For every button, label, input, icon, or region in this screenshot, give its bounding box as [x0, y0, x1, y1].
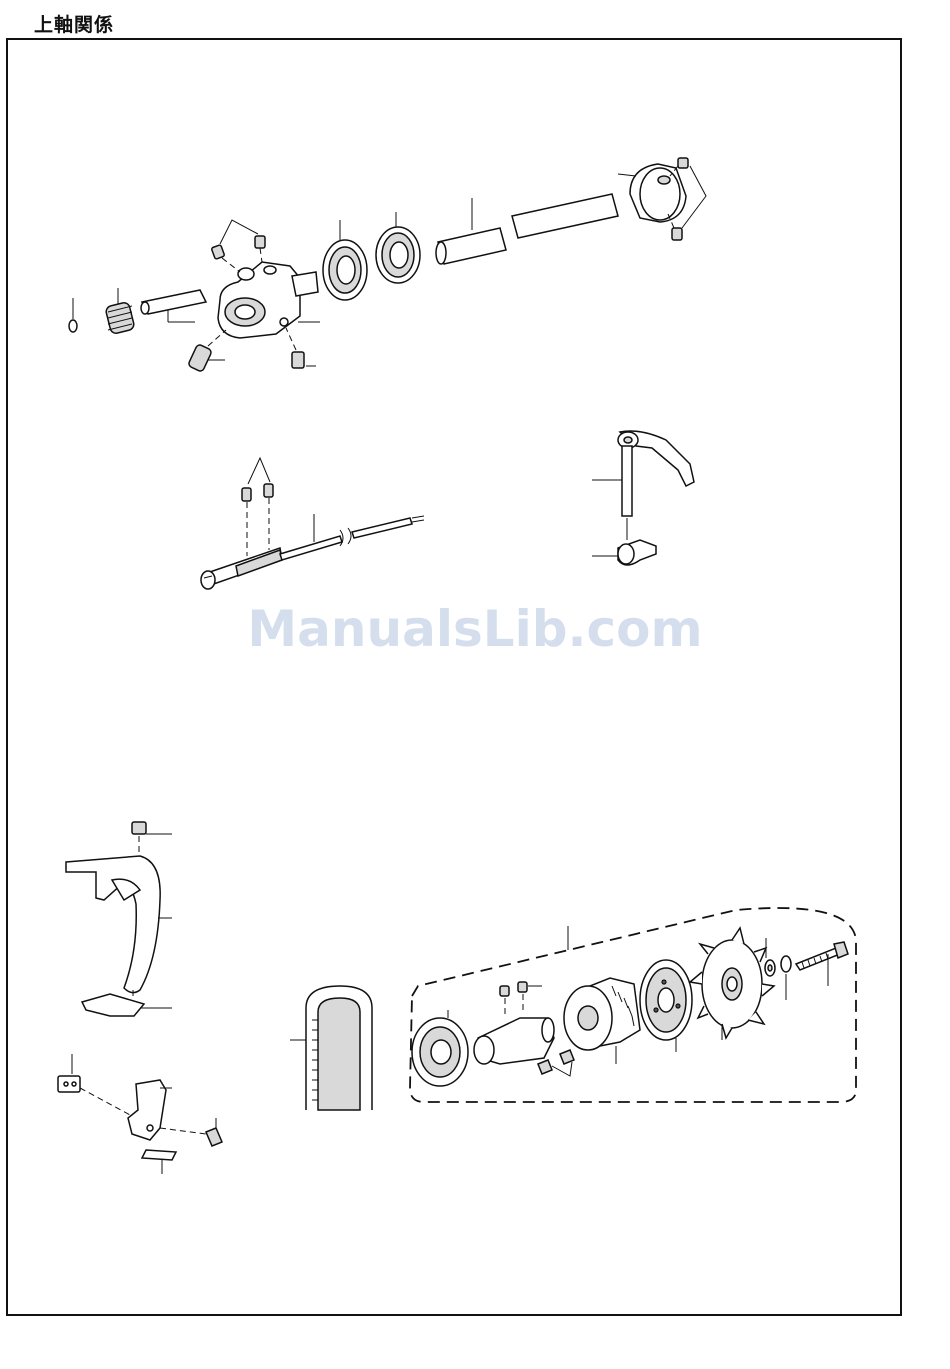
snap-ring [69, 320, 77, 332]
needle-bar-rod [201, 458, 424, 589]
spring [105, 288, 135, 334]
sleeve-pin [141, 290, 206, 322]
thread-take-up-lever [592, 431, 694, 565]
upper-shaft [436, 194, 618, 264]
fan [690, 928, 774, 1040]
upper-shaft-assembly [69, 158, 706, 372]
set-screw-pair-1 [211, 220, 265, 272]
timing-belt [290, 986, 372, 1110]
pulley-fan-assembly [410, 908, 856, 1102]
bearing-1 [323, 220, 367, 300]
collar [618, 158, 706, 240]
belt-cover-assembly [58, 822, 222, 1174]
crank-block [218, 262, 320, 338]
bearing-2 [376, 212, 420, 283]
watermark: ManualsLib.com [0, 600, 950, 658]
